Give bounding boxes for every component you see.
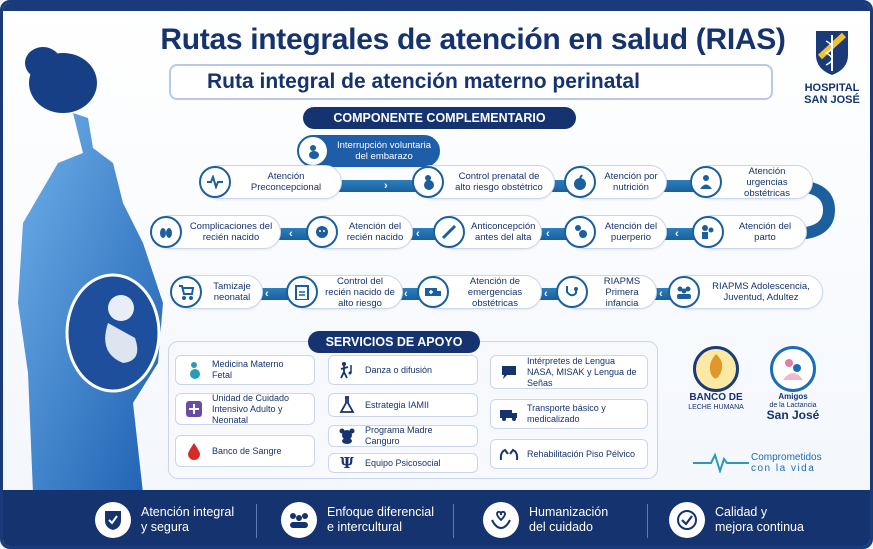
dancer-icon	[337, 360, 357, 380]
node-nutricion: Atención por nutrición	[564, 165, 667, 199]
family-icon	[692, 216, 724, 248]
ambulance-icon	[417, 276, 449, 308]
footer-divider	[256, 504, 257, 538]
node-atencion-rn: Atención del recién nacido	[306, 215, 413, 249]
pregnancy-icon	[412, 166, 444, 198]
pelvis-hands-icon	[499, 444, 519, 464]
component-header: COMPONENTE COMPLEMENTARIO	[303, 107, 576, 129]
route-subtitle: Ruta integral de atención materno perina…	[169, 64, 773, 100]
shield-logo-icon	[816, 31, 848, 75]
service-iamii: Estrategia IAMII	[328, 393, 478, 417]
psi-icon: Ψ	[340, 453, 354, 472]
node-ive: Interrupción voluntaria del embarazo	[297, 135, 440, 167]
shield-icon	[95, 502, 131, 538]
node-urgencias: Atención urgencias obstétricas	[690, 165, 813, 199]
pregnant-woman-illustration	[18, 47, 163, 493]
footer-divider	[647, 504, 648, 538]
node-anticoncepcion: Anticoncepción antes del alta	[433, 215, 542, 249]
chevron-left-icon: ‹	[289, 228, 293, 240]
group-icon	[668, 276, 700, 308]
baby-face-icon	[306, 216, 338, 248]
logo-line2: SAN JOSÉ	[804, 94, 860, 106]
service-medicina-fetal: Medicina Materno Fetal	[175, 355, 315, 385]
footer-divider	[453, 504, 454, 538]
pregnancy-icon	[297, 135, 329, 167]
caregiver-icon	[690, 166, 722, 198]
service-canguro: Programa Madre Canguro	[328, 425, 478, 447]
node-tamizaje: Tamizaje neonatal	[170, 275, 263, 309]
service-uci: Unidad de Cuidado Intensivo Adulto y Neo…	[175, 393, 315, 425]
page-title: Rutas integrales de atención en salud (R…	[160, 23, 786, 56]
icu-icon	[184, 399, 204, 419]
stroller-icon	[170, 276, 202, 308]
teddy-bear-icon	[337, 426, 357, 446]
heart-hands-icon	[483, 502, 519, 538]
node-parto: Atención del parto	[692, 215, 807, 249]
apple-icon	[564, 166, 596, 198]
syringe-icon	[433, 216, 465, 248]
speech-bubble-icon	[499, 362, 519, 382]
lactancia-badge: Amigos de la Lactancia San José	[755, 346, 831, 421]
ambulance-icon	[499, 404, 519, 424]
node-complicaciones: Complicaciones del recién nacido	[150, 215, 281, 249]
chevron-left-icon: ‹	[675, 228, 679, 240]
chevron-left-icon: ‹	[659, 288, 663, 300]
chevron-left-icon: ‹	[544, 288, 548, 300]
mother-child-logo-icon	[770, 346, 816, 392]
slogan: Comprometidos con la vida	[751, 452, 822, 474]
heartbeat-line-icon	[693, 452, 749, 473]
hospital-logo: HOSPITAL SAN JOSÉ	[793, 27, 870, 106]
flask-icon	[337, 395, 357, 415]
node-control-prenatal: Control prenatal de alto riesgo obstétri…	[412, 165, 555, 199]
chevron-left-icon: ‹	[265, 288, 269, 300]
services-header: SERVICIOS DE APOYO	[308, 331, 480, 353]
node-control-rn: Control del recién nacido de alto riesgo	[286, 275, 403, 309]
top-bar	[3, 3, 870, 11]
service-banco-sangre: Banco de Sangre	[175, 435, 315, 467]
service-piso-pelvico: Rehabilitación Piso Pélvico	[490, 439, 648, 469]
check-icon	[669, 502, 705, 538]
people-icon	[281, 502, 317, 538]
milk-bank-badge: BANCO DE LECHE HUMANA	[681, 346, 751, 412]
node-riapms-infancia: RIAPMS Primera infancia	[556, 275, 657, 309]
node-puerperio: Atención del puerperio	[564, 215, 667, 249]
clipboard-icon	[286, 276, 318, 308]
pregnant-icon	[184, 360, 204, 380]
chevron-left-icon: ‹	[546, 228, 550, 240]
service-transporte: Transporte básico y medicalizado	[490, 399, 648, 429]
heartbeat-icon	[199, 166, 231, 198]
service-interpretes: Intérpretes de Lengua NASA, MISAK y Leng…	[490, 355, 648, 389]
chevron-left-icon: ‹	[404, 288, 408, 300]
chevron-left-icon: ‹	[416, 228, 420, 240]
logo-line1: HOSPITAL	[804, 82, 860, 94]
service-psicosocial: Ψ Equipo Psicosocial	[328, 453, 478, 473]
mother-baby-icon	[564, 216, 596, 248]
node-preconcepcional: Atención Preconcepcional	[199, 165, 342, 199]
blood-drop-icon	[184, 441, 204, 461]
chevron-right-icon: ›	[384, 180, 388, 192]
stethoscope-icon	[556, 276, 588, 308]
node-riapms-adolescencia: RIAPMS Adolescencia, Juventud, Adultez	[668, 275, 823, 309]
baby-feet-icon	[150, 216, 182, 248]
node-emergencias: Atención de emergencias obstétricas	[417, 275, 542, 309]
milk-bank-logo-icon	[693, 346, 739, 392]
service-danza: Danza o difusión	[328, 355, 478, 385]
